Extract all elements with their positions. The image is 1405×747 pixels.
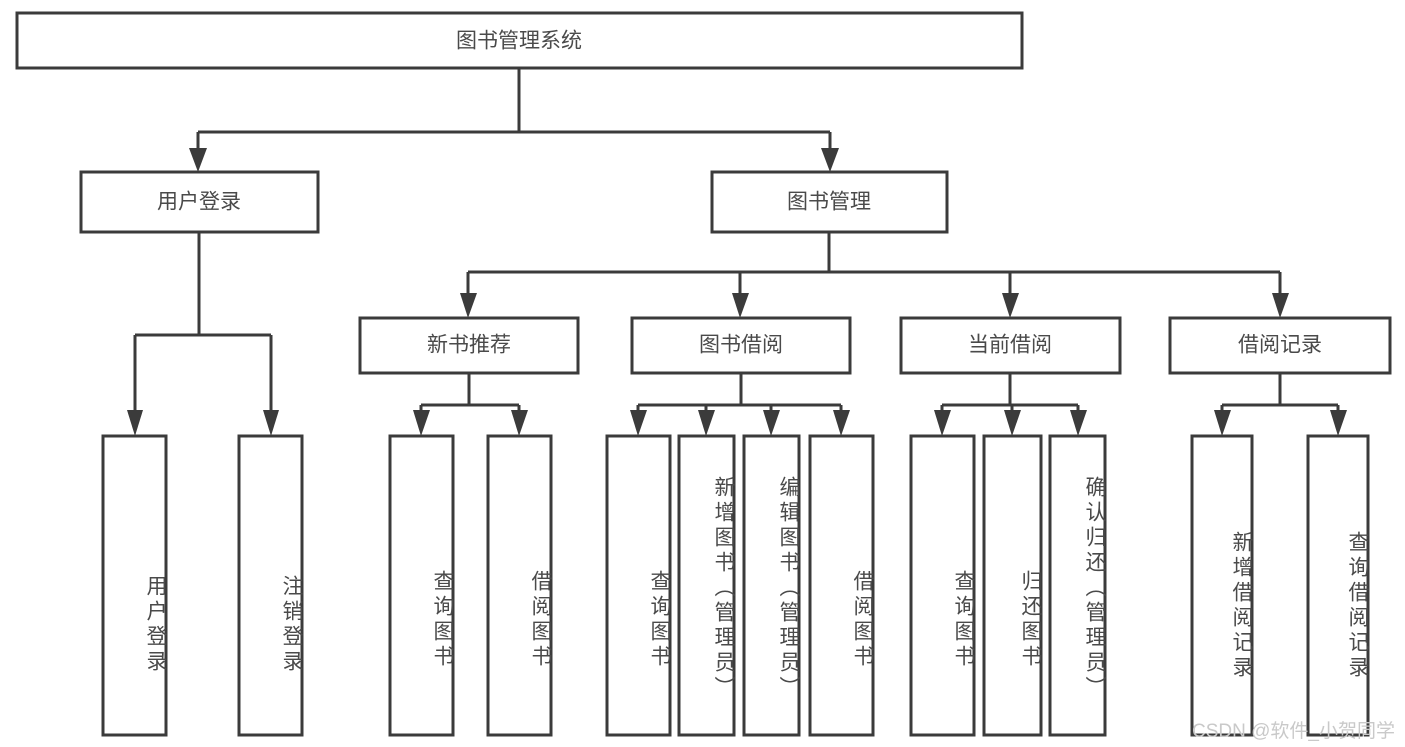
arrow-to-leaf-query-book-current bbox=[934, 410, 951, 436]
node-box-current-borrow[interactable] bbox=[899, 316, 1122, 375]
arrow-to-borrow-records bbox=[1272, 293, 1289, 318]
node-label-book-borrow: 图书借阅 bbox=[699, 334, 783, 357]
node-box-book-management[interactable] bbox=[710, 170, 949, 234]
node-box-book-borrow[interactable] bbox=[630, 316, 852, 375]
node-box-new-book-recommend[interactable] bbox=[358, 316, 580, 375]
node-label-book-management: 图书管理 bbox=[787, 191, 871, 214]
csdn-watermark: CSDN @软件_小贺同学 bbox=[1192, 721, 1395, 742]
node-label-borrow-records: 借阅记录 bbox=[1238, 334, 1322, 357]
node-box-leaf-borrow-book[interactable] bbox=[808, 434, 875, 737]
arrow-to-leaf-query-book-rec bbox=[413, 410, 430, 436]
node-box-leaf-return-book[interactable] bbox=[982, 434, 1043, 737]
node-box-leaf-add-borrow-record[interactable] bbox=[1190, 434, 1254, 737]
node-box-borrow-records[interactable] bbox=[1168, 316, 1392, 375]
node-box-leaf-query-borrow-record[interactable] bbox=[1306, 434, 1370, 737]
arrow-to-leaf-query-book-borrow bbox=[630, 410, 647, 436]
node-box-root[interactable] bbox=[15, 11, 1024, 70]
arrow-to-leaf-query-borrow-record bbox=[1330, 410, 1347, 436]
arrow-to-new-book-recommend bbox=[460, 293, 477, 318]
node-box-leaf-user-logout[interactable] bbox=[237, 434, 304, 737]
connector-layer bbox=[127, 68, 1347, 436]
arrow-to-book-management bbox=[821, 148, 839, 172]
arrow-to-leaf-edit-book bbox=[763, 410, 780, 436]
node-box-leaf-user-login[interactable] bbox=[101, 434, 168, 737]
node-box-leaf-confirm-return[interactable] bbox=[1048, 434, 1107, 737]
node-label-new-book-recommend: 新书推荐 bbox=[427, 334, 511, 357]
arrow-to-leaf-confirm-return bbox=[1070, 410, 1087, 436]
arrow-to-book-borrow bbox=[732, 293, 749, 318]
arrow-to-leaf-return-book bbox=[1004, 410, 1021, 436]
node-box-leaf-query-book-current[interactable] bbox=[909, 434, 976, 737]
node-label-current-borrow: 当前借阅 bbox=[968, 334, 1052, 357]
arrow-to-leaf-add-book bbox=[698, 410, 715, 436]
node-box-leaf-edit-book[interactable] bbox=[742, 434, 801, 737]
arrow-to-leaf-add-borrow-record bbox=[1214, 410, 1231, 436]
arrow-to-leaf-user-login bbox=[127, 410, 143, 436]
node-box-leaf-borrow-book-rec[interactable] bbox=[486, 434, 553, 737]
node-box-leaf-query-book-rec[interactable] bbox=[388, 434, 455, 737]
node-label-user-login: 用户登录 bbox=[157, 191, 241, 214]
arrow-to-current-borrow bbox=[1002, 293, 1019, 318]
node-box-leaf-query-book-borrow[interactable] bbox=[605, 434, 672, 737]
arrow-to-leaf-user-logout bbox=[263, 410, 279, 436]
arrow-to-user-login bbox=[189, 148, 207, 172]
arrow-to-leaf-borrow-book bbox=[833, 410, 850, 436]
node-layer: 图书管理系统 用户登录 图书管理 新书推荐 图书借阅 当前借阅 借阅记录 bbox=[15, 11, 1392, 737]
node-label-root: 图书管理系统 bbox=[456, 30, 582, 53]
node-box-user-login[interactable] bbox=[79, 170, 320, 234]
node-box-leaf-add-book[interactable] bbox=[677, 434, 736, 737]
arrow-to-leaf-borrow-book-rec bbox=[511, 410, 528, 436]
